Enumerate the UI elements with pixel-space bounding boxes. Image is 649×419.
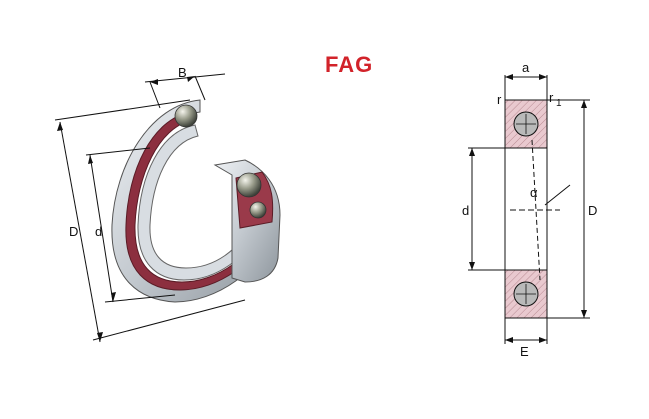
ball-right-lower [249, 201, 267, 219]
label-r1: r [549, 90, 554, 105]
label-D-perspective: D [69, 224, 78, 239]
dimension-arrows-perspective [57, 76, 195, 342]
label-d-perspective: d [95, 224, 102, 239]
bearing-perspective: B D d [54, 65, 281, 343]
dimension-arrows-section [469, 74, 587, 343]
label-D-section: D [588, 203, 597, 218]
label-a: a [522, 60, 530, 75]
fag-logo: FAG [325, 52, 373, 77]
bearing-section: a r r 1 d D E α [462, 60, 597, 359]
label-alpha: α [530, 185, 538, 200]
label-B: B [178, 65, 187, 80]
label-r1-subscript: 1 [556, 98, 562, 109]
dimension-lines-perspective [54, 73, 246, 343]
label-r: r [497, 92, 502, 107]
label-d-section: d [462, 203, 469, 218]
label-E: E [520, 344, 529, 359]
ball-top [174, 104, 198, 128]
ball-right-upper [236, 172, 262, 198]
